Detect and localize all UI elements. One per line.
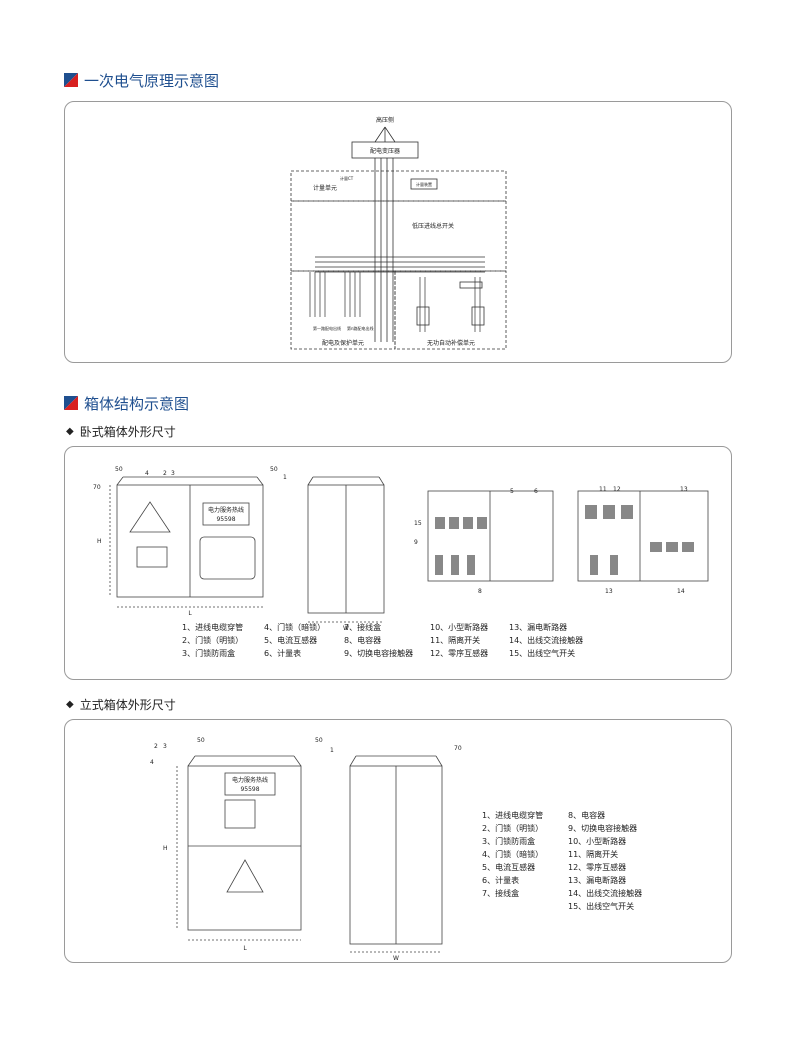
horizontal-legend-col-1: 1、进线电缆穿管 2、门锁（明锁） 3、门锁防雨盒 [182,621,243,660]
horizontal-subtitle-text: 卧式箱体外形尺寸 [79,425,176,439]
callout-4: 4 [150,759,154,766]
vertical-subtitle: ◆ 立式箱体外形尺寸 [66,696,176,713]
legend-item: 11、隔离开关 [568,850,619,859]
callout-15: 15 [414,520,422,527]
section-title-cabinet: 箱体结构示意图 [64,393,189,413]
callout-8: 8 [478,588,482,595]
vertical-dim-w: W [393,955,399,962]
horizontal-cabinet-drawing: 电力服务热线 95598 50 50 70 H L W 4 2 3 1 5 6 … [93,466,709,632]
legend-item: 3、门锁防雨盒 [182,649,236,658]
legend-item: 7、接线盒 [344,623,382,632]
metering-ct-label: 计量CT [340,175,354,181]
section-title-text: 一次电气原理示意图 [84,71,220,90]
legend-item: 11、隔离开关 [430,636,481,645]
horizontal-number: 95598 [216,516,235,523]
callout-3: 3 [163,743,167,750]
vertical-number: 95598 [240,786,259,793]
feeder-note-1: 第一路配电出线 [313,325,341,331]
section-marker-icon [64,73,78,87]
horizontal-legend-col-3: 7、接线盒 8、电容器 9、切换电容接触器 [344,621,413,660]
vertical-dim-70: 70 [454,745,462,752]
legend-item: 2、门锁（明锁） [482,824,544,833]
horizontal-hotline: 电力服务热线 [208,506,244,514]
high-side-label: 高压侧 [376,116,394,124]
callout-2: 2 [154,743,158,750]
legend-item: 10、小型断路器 [568,837,627,846]
vertical-dim-l: L [243,945,247,952]
schematic-panel: 高压侧 配电变压器 计量单元 计量CT 计量装置 低压进线总开关 第一路配电出线… [64,101,732,363]
legend-item: 1、进线电缆穿管 [182,623,244,632]
legend-item: 7、接线盒 [482,889,520,898]
diamond-bullet-icon: ◆ [66,426,74,437]
horizontal-dim-l: L [188,610,192,617]
legend-item: 4、门锁（暗锁） [264,623,326,632]
electrical-schematic: 高压侧 配电变压器 计量单元 计量CT 计量装置 低压进线总开关 第一路配电出线… [290,116,507,350]
legend-item: 15、出线空气开关 [509,649,576,658]
legend-item: 2、门锁（明锁） [182,636,244,645]
callout-13-top: 13 [680,486,688,493]
legend-item: 12、零序互感器 [430,649,489,658]
legend-item: 12、零序互感器 [568,863,627,872]
horizontal-dim-w: W [343,625,349,632]
callout-4: 4 [145,470,149,477]
vertical-subtitle-text: 立式箱体外形尺寸 [79,698,176,712]
legend-item: 1、进线电缆穿管 [482,811,544,820]
main-switch-label: 低压进线总开关 [412,222,454,230]
legend-item: 13、漏电断路器 [509,623,568,632]
horizontal-dim-50a: 50 [115,466,123,473]
horizontal-legend-col-4: 10、小型断路器 11、隔离开关 12、零序互感器 [430,621,488,660]
legend-item: 5、电流互感器 [482,863,536,872]
legend-item: 8、电容器 [568,811,606,820]
metering-unit-label: 计量单元 [313,184,337,192]
legend-item: 3、门锁防雨盒 [482,837,536,846]
horizontal-dim-70: 70 [93,484,101,491]
horizontal-cabinet-panel: 电力服务热线 95598 50 50 70 H L W 4 2 3 1 5 6 … [64,446,732,680]
callout-1: 1 [330,747,334,754]
callout-1: 1 [283,474,287,481]
compensation-caption: 无功自动补偿单元 [427,339,475,347]
vertical-dim-h: H [163,845,168,852]
callout-9: 9 [414,539,418,546]
transformer-label: 配电变压器 [370,147,400,155]
callout-3: 3 [171,470,175,477]
legend-item: 13、漏电断路器 [568,876,627,885]
legend-item: 4、门锁（暗锁） [482,850,544,859]
horizontal-dim-h: H [97,538,102,545]
feeder-note-n: 第n路配电出线 [347,325,374,331]
horizontal-subtitle: ◆ 卧式箱体外形尺寸 [66,423,176,440]
legend-item: 8、电容器 [344,636,382,645]
vertical-cabinet-drawing: 电力服务热线 95598 50 50 70 H L W 2 3 4 1 [150,737,462,962]
horizontal-legend-col-5: 13、漏电断路器 14、出线交流接触器 15、出线空气开关 [509,621,583,660]
vertical-dim-50a: 50 [197,737,205,744]
legend-item: 9、切换电容接触器 [344,649,414,658]
callout-12: 12 [613,486,621,493]
legend-item: 14、出线交流接触器 [509,636,584,645]
legend-item: 6、计量表 [482,876,520,885]
callout-13-bottom: 13 [605,588,613,595]
legend-item: 5、电流互感器 [264,636,318,645]
callout-6: 6 [534,488,538,495]
legend-item: 9、切换电容接触器 [568,824,638,833]
callout-11: 11 [599,486,607,493]
vertical-cabinet-panel: 电力服务热线 95598 50 50 70 H L W 2 3 4 1 [64,719,732,963]
vertical-legend-col-1: 1、进线电缆穿管 2、门锁（明锁） 3、门锁防雨盒 4、门锁（暗锁） 5、电流互… [482,809,543,900]
section-marker-icon [64,396,78,410]
callout-5: 5 [510,488,514,495]
metering-device-label: 计量装置 [416,181,432,187]
legend-item: 6、计量表 [264,649,302,658]
feeder-caption: 配电及保护单元 [322,339,364,347]
vertical-dim-50b: 50 [315,737,323,744]
section-title-schematic: 一次电气原理示意图 [64,70,219,90]
callout-2: 2 [163,470,167,477]
diamond-bullet-icon: ◆ [66,699,74,710]
legend-item: 10、小型断路器 [430,623,489,632]
legend-item: 15、出线空气开关 [568,902,635,911]
horizontal-legend-col-2: 4、门锁（暗锁） 5、电流互感器 6、计量表 [264,621,325,660]
callout-14: 14 [677,588,685,595]
legend-item: 14、出线交流接触器 [568,889,643,898]
vertical-hotline: 电力服务热线 [232,776,268,784]
vertical-legend-col-2: 8、电容器 9、切换电容接触器 10、小型断路器 11、隔离开关 12、零序互感… [568,809,642,913]
horizontal-dim-50b: 50 [270,466,278,473]
section-title-text: 箱体结构示意图 [84,394,190,413]
